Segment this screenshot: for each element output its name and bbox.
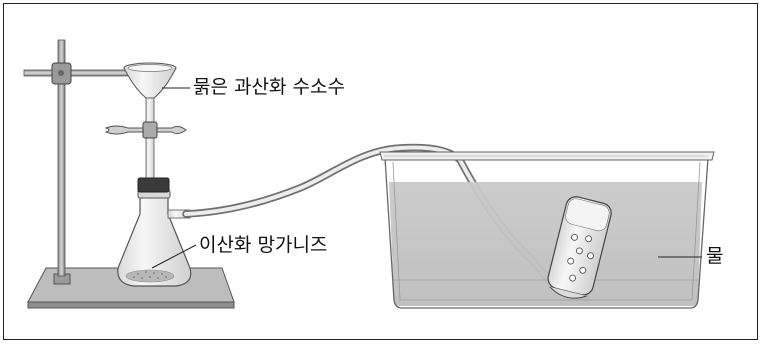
water	[389, 182, 702, 306]
stand-base-front	[27, 301, 235, 309]
water-trough	[379, 151, 715, 309]
label-water: 물	[706, 245, 724, 267]
label-hydrogen-peroxide: 묽은 과산화 수소수	[193, 76, 345, 98]
manganese-dioxide-powder	[125, 269, 175, 283]
stand-rod	[57, 39, 66, 277]
label-manganese-dioxide: 이산화 망가니즈	[199, 234, 328, 256]
rubber-stopper	[137, 177, 170, 193]
gas-bubbles	[567, 233, 595, 282]
figure-border	[3, 3, 758, 340]
dropping-funnel	[104, 62, 187, 179]
leader-line-manganese-dioxide	[151, 244, 197, 269]
erlenmeyer-flask	[117, 177, 192, 287]
gas-collecting-bottle	[547, 196, 612, 299]
